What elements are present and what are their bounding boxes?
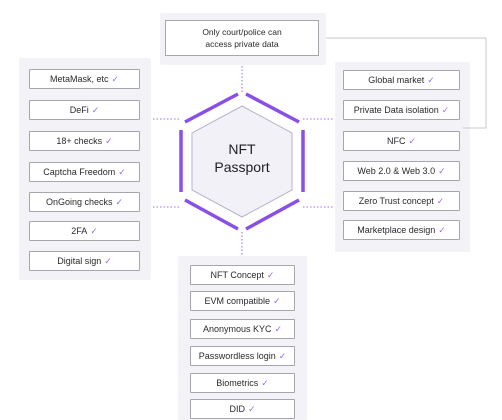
check-icon: ✓ [105, 135, 113, 146]
feature-nft-concept: NFT Concept✓ [190, 265, 295, 285]
feature-digital-sign: Digital sign✓ [29, 251, 140, 271]
check-icon: ✓ [278, 350, 287, 361]
check-icon: ✓ [408, 135, 417, 146]
feature-biometrics: Biometrics✓ [190, 373, 295, 393]
feature-metamask: MetaMask, etc✓ [29, 69, 140, 89]
feature-did: DID✓ [190, 399, 295, 419]
feature-zero-trust: Zero Trust concept✓ [343, 191, 460, 211]
feature-defi: DeFi✓ [29, 100, 140, 120]
feature-2fa: 2FA✓ [29, 221, 140, 241]
access-note-line1: Only court/police can [202, 27, 282, 37]
check-icon: ✓ [274, 323, 283, 334]
feature-passwordless-login: Passwordless login✓ [190, 346, 295, 366]
check-icon: ✓ [247, 403, 256, 414]
feature-private-data-isolation: Private Data isolation✓ [343, 100, 460, 120]
check-icon: ✓ [104, 255, 112, 266]
feature-captcha-freedom: Captcha Freedom✓ [29, 162, 140, 182]
check-icon: ✓ [91, 104, 100, 115]
check-icon: ✓ [90, 225, 98, 236]
check-icon: ✓ [111, 73, 120, 84]
access-note-line2: access private data [205, 39, 279, 49]
center-title: NFT Passport [192, 140, 292, 176]
feature-nfc: NFC✓ [343, 131, 460, 151]
check-icon: ✓ [438, 165, 446, 176]
feature-global-market: Global market✓ [343, 70, 460, 90]
check-icon: ✓ [436, 195, 445, 206]
feature-anonymous-kyc: Anonymous KYC✓ [190, 319, 295, 339]
access-note: Only court/police can access private dat… [165, 20, 319, 56]
feature-web2-web3: Web 2.0 & Web 3.0✓ [343, 161, 460, 181]
center-title-line1: NFT [228, 141, 256, 157]
feature-ongoing-checks: OnGoing checks✓ [29, 192, 140, 212]
check-icon: ✓ [438, 224, 446, 235]
check-icon: ✓ [427, 74, 435, 85]
feature-evm-compatible: EVM compatible✓ [190, 291, 295, 311]
feature-marketplace-design: Marketplace design✓ [343, 220, 460, 240]
center-title-line2: Passport [214, 159, 270, 175]
check-icon: ✓ [261, 377, 269, 388]
check-icon: ✓ [266, 269, 275, 280]
check-icon: ✓ [441, 104, 450, 115]
check-icon: ✓ [115, 196, 124, 207]
feature-18-plus-checks: 18+ checks✓ [29, 131, 140, 151]
check-icon: ✓ [272, 295, 281, 306]
check-icon: ✓ [118, 166, 126, 177]
